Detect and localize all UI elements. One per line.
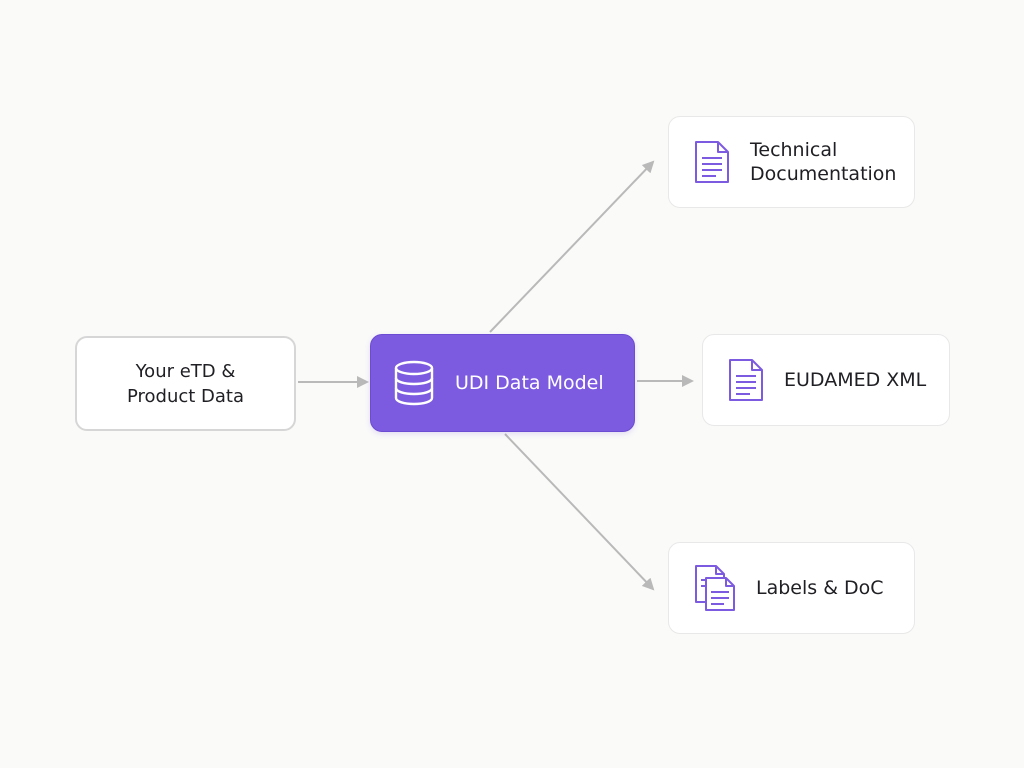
hub-node: UDI Data Model [370,334,635,432]
arrow-hub-to-labels-doc [504,433,655,591]
output-node-label: Technical Documentation [750,139,897,185]
documents-icon [694,564,736,612]
output-node-label: EUDAMED XML [784,369,927,391]
input-node-label: Your eTD & Product Data [126,360,245,407]
output-node-labels-doc: Labels & DoC [668,542,915,634]
arrow-hub-to-technical-documentation [489,160,655,333]
output-node-eudamed-xml: EUDAMED XML [702,334,950,426]
output-node-technical-documentation: Technical Documentation [668,116,915,208]
output-node-label: Labels & DoC [756,577,884,599]
document-icon [694,140,730,184]
document-icon [728,358,764,402]
input-node: Your eTD & Product Data [75,336,296,431]
database-icon [393,360,435,406]
hub-node-label: UDI Data Model [455,372,604,394]
